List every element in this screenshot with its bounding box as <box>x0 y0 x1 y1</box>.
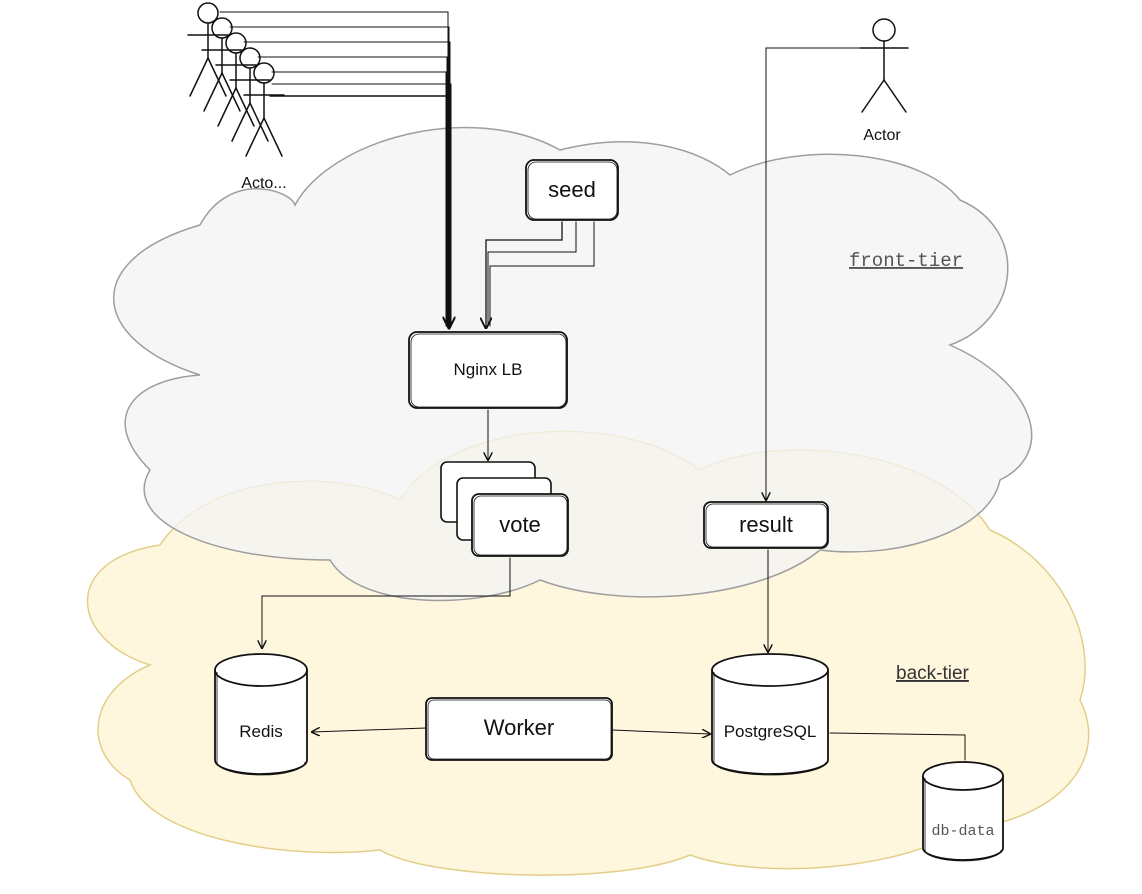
front-tier-label: front-tier <box>849 250 963 272</box>
worker-node[interactable]: Worker <box>425 697 613 761</box>
vote-node[interactable]: vote <box>440 461 569 557</box>
edge-worker-to-postgres <box>611 730 710 734</box>
actor-right-icon <box>859 18 909 113</box>
result-node[interactable]: result <box>703 501 829 549</box>
nginx-lb-node[interactable]: Nginx LB <box>408 331 568 409</box>
redis-database-icon[interactable]: Redis <box>214 653 308 776</box>
edge-postgres-to-dbdata <box>829 732 966 761</box>
redis-label: Redis <box>239 722 282 741</box>
actor-group-left-label: Acto... <box>241 175 286 192</box>
edge-worker-to-redis <box>312 728 427 732</box>
actor-right-label: Actor <box>863 127 901 144</box>
postgresql-database-icon[interactable]: PostgreSQL <box>711 653 829 776</box>
vote-label: vote <box>499 512 541 537</box>
front-tier-cloud <box>113 126 1033 602</box>
edge-actors-to-nginx <box>219 11 451 328</box>
nginx-lb-label: Nginx LB <box>454 360 523 379</box>
actor-group-left-icon <box>187 2 285 157</box>
seed-label: seed <box>548 177 596 202</box>
worker-label: Worker <box>484 715 555 740</box>
db-data-label: db-data <box>931 823 994 840</box>
edge-seed-to-nginx <box>486 221 595 328</box>
back-tier-label: back-tier <box>896 663 970 684</box>
result-label: result <box>739 512 793 537</box>
seed-node[interactable]: seed <box>525 159 619 221</box>
postgresql-label: PostgreSQL <box>724 722 817 741</box>
db-data-volume-icon[interactable]: db-data <box>922 761 1004 862</box>
edge-vote-to-redis <box>262 557 511 648</box>
edge-actor-to-result <box>766 47 881 500</box>
